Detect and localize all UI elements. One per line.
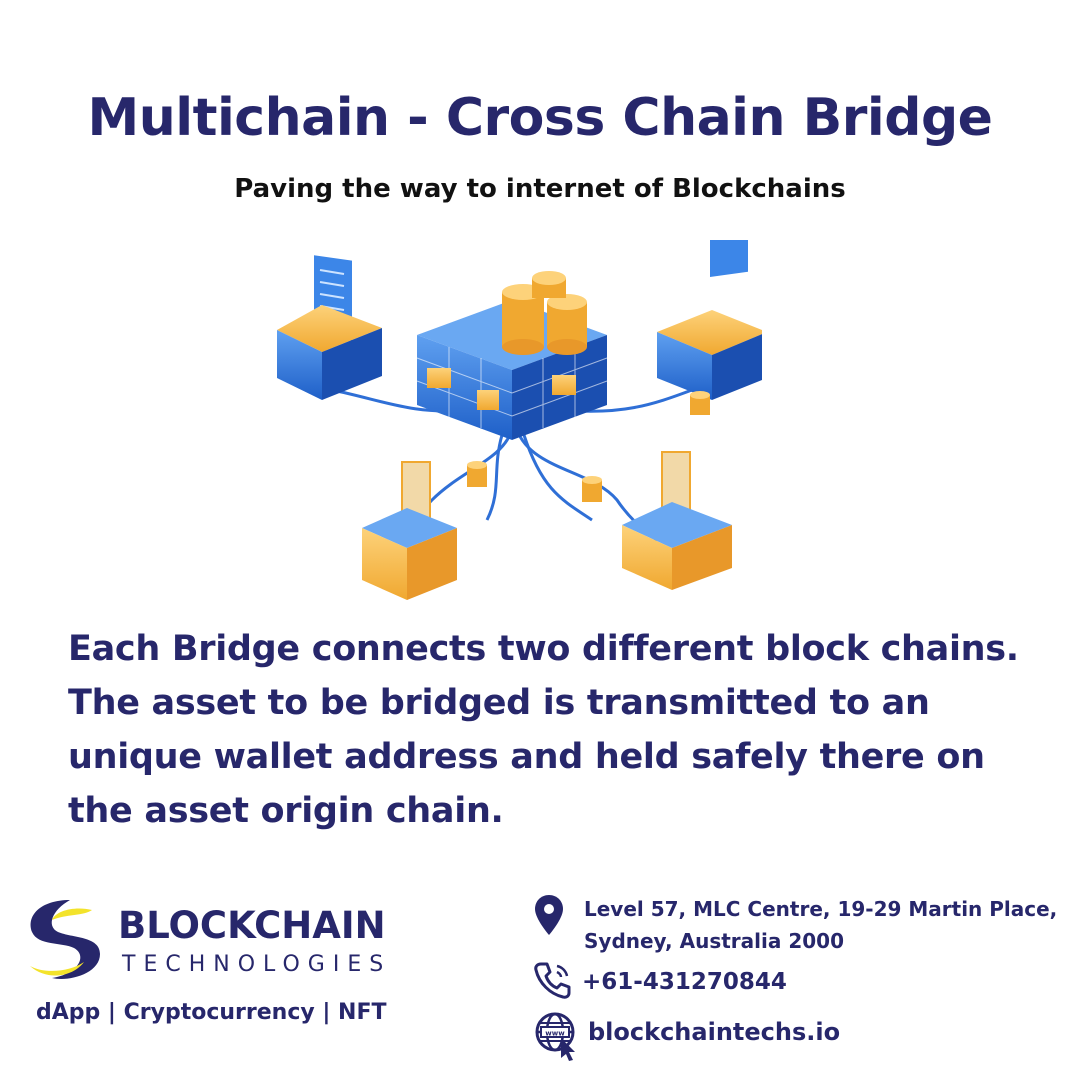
phone-icon	[534, 962, 571, 999]
block-node-top-right	[657, 240, 762, 400]
svg-text:www: www	[545, 1030, 565, 1038]
brand-logo: BLOCKCHAIN TECHNOLOGIES	[22, 896, 422, 986]
page-subtitle: Paving the way to internet of Blockchain…	[234, 174, 846, 204]
coin-stacks	[502, 271, 587, 355]
address-line2: Sydney, Australia 2000	[584, 929, 844, 953]
brand-name: BLOCKCHAIN	[118, 904, 386, 947]
logo-swirl-icon	[30, 900, 101, 979]
bridge-description: Each Bridge connects two different block…	[68, 629, 1019, 831]
website-link[interactable]: blockchaintechs.io	[588, 1018, 841, 1046]
page-title: Multichain - Cross Chain Bridge	[87, 88, 993, 148]
brand-tagline: TECHNOLOGIES	[122, 952, 392, 977]
location-pin-icon	[535, 895, 563, 935]
globe-icon: www	[535, 1012, 575, 1061]
cross-chain-bridge-illustration	[277, 240, 762, 600]
block-node-bottom-left	[362, 461, 457, 600]
phone-number[interactable]: +61-431270844	[582, 969, 787, 995]
small-coins	[467, 391, 710, 502]
block-node-bottom-right	[622, 451, 732, 590]
block-node-top-left	[277, 255, 382, 400]
services-list: dApp | Cryptocurrency | NFT	[36, 1000, 387, 1025]
address-line1: Level 57, MLC Centre, 19-29 Martin Place…	[584, 897, 1058, 921]
